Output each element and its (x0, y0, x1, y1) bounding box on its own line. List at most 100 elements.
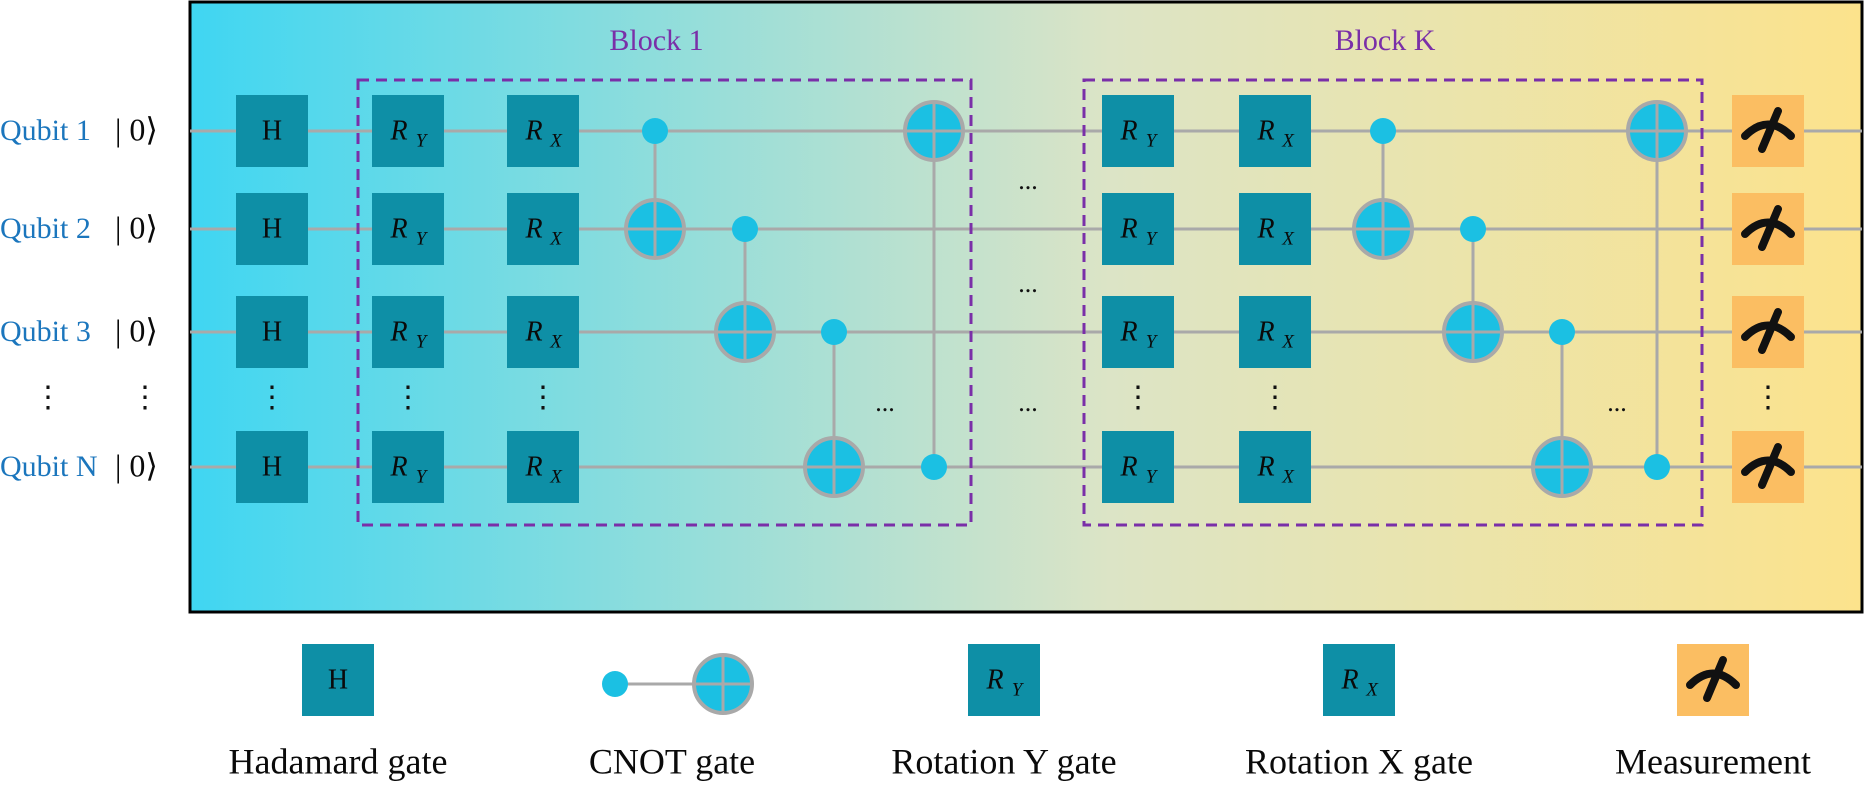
gate-box (1102, 296, 1174, 368)
cnot-target-icon (903, 100, 965, 162)
qubit-wires (190, 129, 1862, 469)
gate-symbol-r: R (1119, 451, 1137, 482)
gate-symbol-r: R (1119, 115, 1137, 146)
gate-symbol-sub: X (549, 331, 563, 352)
gate-symbol-r: R (524, 451, 542, 482)
qubit-label-4: Qubit N (0, 450, 98, 483)
gate-symbol-sub: Y (416, 466, 429, 487)
horizontal-ellipsis: ... (1018, 388, 1038, 417)
gate-symbol-r: R (985, 664, 1003, 695)
legend-label-hadamard: Hadamard gate (229, 741, 448, 781)
gate-symbol-r: R (1119, 213, 1137, 244)
gate-symbol-r: R (389, 316, 407, 347)
cnot-control-dot (642, 118, 668, 144)
vertical-ellipsis: ⋮ (1753, 381, 1783, 414)
gate-symbol-sub: Y (1146, 130, 1159, 151)
gate-symbol-r: R (1340, 664, 1358, 695)
block-frame-1 (356, 78, 973, 527)
cnot-gate (1626, 100, 1688, 480)
gate-symbol-sub: X (1281, 228, 1295, 249)
gate-symbol-r: R (389, 213, 407, 244)
cnot-control-dot (1460, 216, 1486, 242)
gate-box (507, 431, 579, 503)
gate-box (236, 95, 308, 167)
gate-symbol-r: R (524, 316, 542, 347)
cnot-target-icon (1626, 100, 1688, 162)
gate-box (236, 431, 308, 503)
gate-symbol-sub: Y (416, 331, 429, 352)
gate-symbol-r: R (524, 213, 542, 244)
qubit-state-3: | 0⟩ (115, 312, 158, 348)
legend-label-rx: Rotation X gate (1245, 741, 1473, 781)
gate-box (1102, 95, 1174, 167)
gate-symbol-r: R (389, 451, 407, 482)
qubit-labels: Qubit 1| 0⟩Qubit 2| 0⟩Qubit 3| 0⟩Qubit N… (0, 111, 160, 483)
cnot-target-icon (692, 653, 754, 715)
cnot-target-icon (1442, 301, 1504, 363)
gate-box (968, 644, 1040, 716)
gate-symbol-r: R (1256, 451, 1274, 482)
gate-symbol-h: H (262, 451, 282, 482)
qubit-label-1: Qubit 1 (0, 114, 91, 147)
qubit-label-3: Qubit 3 (0, 315, 91, 348)
block-frame-2 (1082, 78, 1704, 527)
gate-symbol-r: R (1256, 115, 1274, 146)
gate-symbol-sub: X (1365, 679, 1379, 700)
vertical-ellipsis: ⋮ (393, 381, 423, 414)
legend-label-cnot: CNOT gate (589, 741, 755, 781)
cnot-control-dot (1549, 319, 1575, 345)
legend-measurement-icon (1677, 644, 1749, 716)
legend-label-ry: Rotation Y gate (891, 741, 1116, 781)
horizontal-ellipsis: ... (1607, 388, 1627, 417)
cnot-gate (903, 100, 965, 480)
cnot-gate (803, 319, 865, 498)
legend-hadamard-icon: H (302, 644, 374, 716)
measurement-icon-q3 (1732, 296, 1804, 368)
meter-needle (1758, 308, 1782, 354)
gate-box (372, 431, 444, 503)
gate-symbol-h: H (262, 213, 282, 244)
circuit-background (188, 0, 1864, 614)
cnot-control-dot (921, 454, 947, 480)
gate-symbol-r: R (1256, 316, 1274, 347)
gate-box (236, 193, 308, 265)
gate-symbol-sub: X (549, 466, 563, 487)
hadamard-gate-q3: H (236, 296, 308, 368)
gate-symbol-h: H (262, 115, 282, 146)
legend-cnot-icon (602, 653, 754, 715)
gate-symbol-sub: X (1281, 130, 1295, 151)
vertical-ellipsis: ⋮ (33, 381, 63, 414)
vertical-ellipsis: ⋮ (1260, 381, 1290, 414)
measurement-icon-q1 (1732, 95, 1804, 167)
meter-needle (1758, 107, 1782, 153)
gate-box (1323, 644, 1395, 716)
gate-box (1239, 296, 1311, 368)
gate-symbol-sub: X (1281, 466, 1295, 487)
gate-box (1239, 431, 1311, 503)
cnot-gate (1531, 319, 1593, 498)
gate-symbol-r: R (1256, 213, 1274, 244)
legend-label-measure: Measurement (1615, 741, 1811, 781)
gate-symbol-r: R (524, 115, 542, 146)
qubit-state-1: | 0⟩ (115, 111, 158, 147)
cnot-control-dot (732, 216, 758, 242)
vertical-ellipsis: ⋮ (528, 381, 558, 414)
horizontal-ellipsis: ... (875, 388, 895, 417)
cnot-target-icon (1352, 198, 1414, 260)
